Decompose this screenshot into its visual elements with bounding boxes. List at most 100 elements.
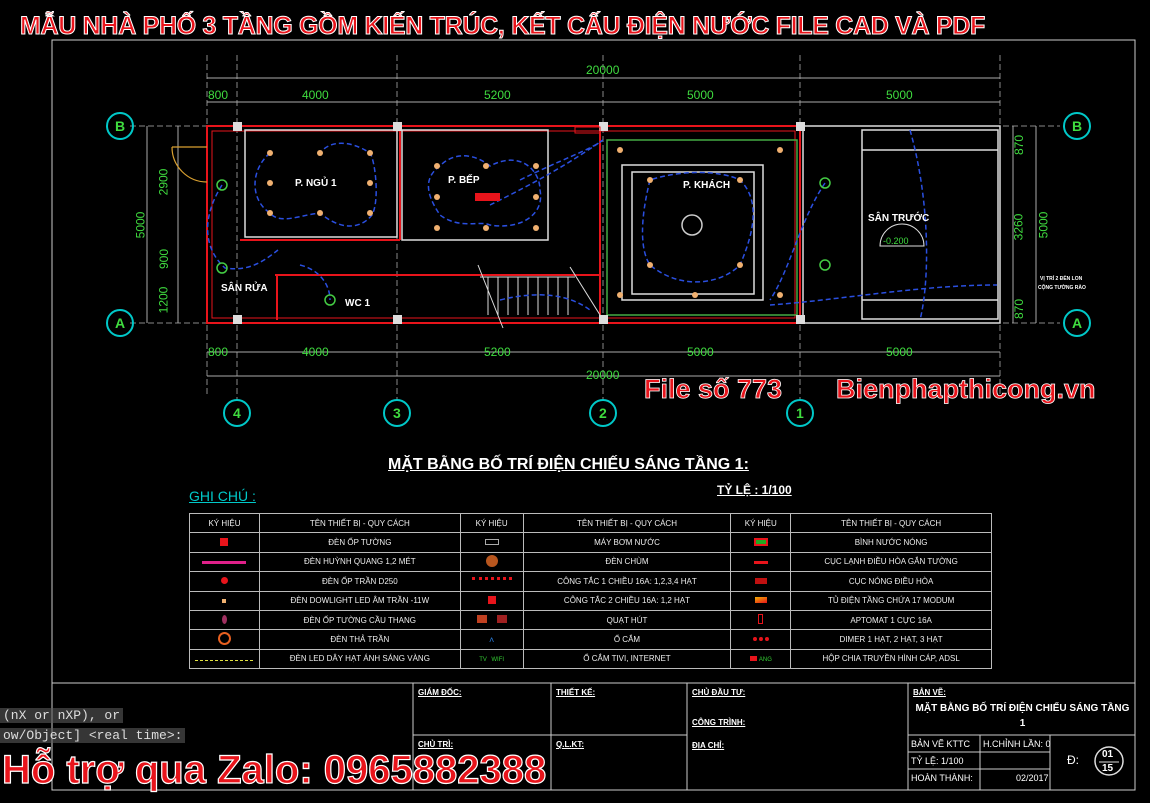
sheet-prefix: Đ: bbox=[1067, 753, 1079, 767]
lighting-wiring bbox=[207, 129, 998, 321]
dim-top: 5200 bbox=[484, 88, 511, 102]
grid-row-label: A bbox=[1072, 315, 1083, 331]
wall-light-icon bbox=[220, 537, 229, 546]
legend-item: ĐÈN THẢ TRẦN bbox=[258, 629, 461, 650]
two-way-switch-icon bbox=[487, 595, 496, 604]
dimmer-icon bbox=[752, 637, 769, 642]
legend-item: ĐÈN ỐP TƯỜNG CẦU THANG bbox=[258, 609, 461, 631]
tv-socket-label: TV bbox=[479, 657, 487, 664]
legend-row: ĐÈN ỐP TRẦN D250 CÔNG TẮC 1 CHIỀU 16A: 1… bbox=[189, 571, 992, 592]
front-yard bbox=[802, 125, 1001, 324]
chandelier-icon bbox=[485, 554, 498, 567]
grid-col-label: 4 bbox=[233, 405, 241, 421]
file-number-watermark: File số 773 bbox=[644, 374, 783, 405]
grid-lines bbox=[130, 55, 1060, 400]
wall-lights bbox=[216, 177, 831, 306]
ac-outdoor-icon bbox=[754, 577, 767, 584]
columns bbox=[233, 122, 805, 324]
water-heater-icon bbox=[753, 537, 768, 546]
notes-label: GHI CHÚ : bbox=[189, 488, 256, 504]
dim-bottom: 5000 bbox=[886, 345, 913, 359]
drawing-name: MẶT BẰNG BỐ TRÍ ĐIỆN CHIẾU SÁNG TẦNG 1 bbox=[915, 703, 1130, 729]
room-label: P. KHÁCH bbox=[683, 180, 731, 191]
legend-item: HỘP CHIA TRUYỀN HÌNH CÁP, ADSL bbox=[790, 648, 992, 670]
director-label: GIÁM ĐỐC: bbox=[418, 688, 462, 697]
exhaust-fan-icon bbox=[476, 615, 507, 624]
water-pump-icon bbox=[484, 539, 499, 546]
legend-item: ĐÈN DOWLIGHT LED ÂM TRẦN -11W bbox=[258, 590, 461, 611]
completed-label: HOÀN THÀNH: bbox=[911, 773, 973, 783]
legend-item: CÔNG TẮC 2 CHIỀU 16A: 1,2 HẠT bbox=[522, 590, 732, 611]
site-watermark: Bienphapthicong.vn bbox=[836, 374, 1096, 405]
extractor-fan-icon bbox=[475, 193, 500, 201]
project-label: CÔNG TRÌNH: bbox=[692, 718, 746, 727]
legend-row: ĐÈN HUỲNH QUANG 1,2 MÉT ĐÈN CHÙM CỤC LẠN… bbox=[189, 551, 992, 573]
plan-note: VỊ TRÍ 2 ĐÈN LON bbox=[1040, 276, 1083, 282]
room-label: SÂN TRƯỚC bbox=[868, 213, 930, 224]
downlight-icon bbox=[222, 599, 227, 604]
socket-icon: ˄ bbox=[489, 634, 495, 645]
grid-row-label: B bbox=[115, 118, 126, 134]
legend-item: Ổ CẮM bbox=[522, 629, 732, 650]
drawing-scale: TỶ LỆ : 1/100 bbox=[717, 483, 792, 497]
entrance-door bbox=[171, 146, 208, 183]
grid-row-label: B bbox=[1072, 118, 1083, 134]
legend-item: QUẠT HÚT bbox=[522, 609, 732, 631]
completed-date: 02/2017 bbox=[1016, 773, 1049, 783]
header-cell: TÊN THIẾT BỊ - QUY CÁCH bbox=[790, 512, 992, 534]
cable-box-icon bbox=[749, 656, 757, 662]
dim-right: 870 bbox=[1012, 298, 1027, 320]
grid-row-label: A bbox=[115, 315, 126, 331]
sheet-number: 01 bbox=[1102, 749, 1114, 760]
distribution-board-icon bbox=[574, 126, 601, 134]
dim-top: 4000 bbox=[302, 88, 329, 102]
legend-item: APTOMAT 1 CỰC 16A bbox=[790, 609, 992, 631]
lead-label: CHỦ TRÌ: bbox=[418, 740, 454, 749]
legend-item: ĐÈN ỐP TƯỜNG bbox=[258, 532, 461, 553]
drawing-frame bbox=[51, 39, 1136, 791]
dim-total-left: 5000 bbox=[133, 211, 148, 239]
header-cell: KÝ HIỆU bbox=[459, 512, 524, 534]
dim-bottom: 4000 bbox=[302, 345, 329, 359]
led-strip-icon bbox=[195, 660, 254, 662]
dim-right: 3260 bbox=[1011, 213, 1026, 241]
legend-item: TỦ ĐIỆN TẦNG CHỨA 17 MODUM bbox=[790, 590, 992, 611]
scale: TỶ LỆ: 1/100 bbox=[911, 756, 964, 766]
dim-bottom: 800 bbox=[208, 345, 229, 359]
legend-row: ĐÈN THẢ TRẦN ˄ Ổ CẮM DIMER 1 HẠT, 2 HẠT, … bbox=[189, 629, 992, 650]
sheet-total: 15 bbox=[1102, 763, 1114, 774]
legend-item: CỤC NÓNG ĐIỀU HÒA bbox=[790, 571, 992, 592]
drawing-title: MẶT BẰNG BỐ TRÍ ĐIỆN CHIẾU SÁNG TẦNG 1: bbox=[388, 456, 749, 473]
wifi-socket-label: WIFI bbox=[491, 657, 505, 664]
room-label: SÂN RỬA bbox=[221, 283, 268, 294]
dim-total-top: 20000 bbox=[586, 63, 620, 77]
grid-col-label: 2 bbox=[599, 405, 607, 421]
grid-col-label: 3 bbox=[393, 405, 401, 421]
command-history-line: (nX or nXP), or bbox=[0, 708, 124, 723]
header-cell: TÊN THIẾT BỊ - QUY CÁCH bbox=[258, 512, 461, 534]
legend-item: BÌNH NƯỚC NÓNG bbox=[790, 532, 992, 553]
drawing-label: BẢN VẼ: bbox=[913, 688, 946, 697]
command-prompt-line[interactable]: ow/Object] <real time>: bbox=[0, 728, 186, 743]
zalo-contact-watermark: Hỗ trợ qua Zalo: 0965882388 bbox=[1, 747, 547, 792]
distribution-board-icon bbox=[754, 597, 767, 604]
dim-left: 900 bbox=[157, 248, 172, 270]
address-label: ĐỊA CHỈ: bbox=[692, 741, 725, 750]
walls bbox=[206, 125, 801, 324]
cable-box-label: ANG bbox=[758, 657, 772, 664]
dim-total-bottom: 20000 bbox=[586, 368, 620, 382]
level-value: -0.200 bbox=[883, 236, 909, 246]
header-cell: TÊN THIẾT BỊ - QUY CÁCH bbox=[522, 512, 732, 534]
dim-left: 2900 bbox=[156, 168, 171, 196]
dim-bottom: 5200 bbox=[484, 345, 511, 359]
banner-title: MẪU NHÀ PHỐ 3 TẦNG GỒM KIẾN TRÚC, KẾT CẤ… bbox=[19, 12, 986, 41]
plan-note: CỘNG TƯỜNG RÀO bbox=[1038, 285, 1086, 291]
stair-wall-light-icon bbox=[221, 614, 227, 624]
grid-bubbles bbox=[106, 112, 1091, 427]
legend-item: CÔNG TẮC 1 CHIỀU 16A: 1,2,3,4 HẠT bbox=[522, 571, 732, 592]
fluorescent-light-icon bbox=[202, 561, 247, 565]
legend-item: DIMER 1 HẠT, 2 HẠT, 3 HẠT bbox=[790, 629, 992, 650]
ceiling-light-icon bbox=[220, 576, 228, 584]
